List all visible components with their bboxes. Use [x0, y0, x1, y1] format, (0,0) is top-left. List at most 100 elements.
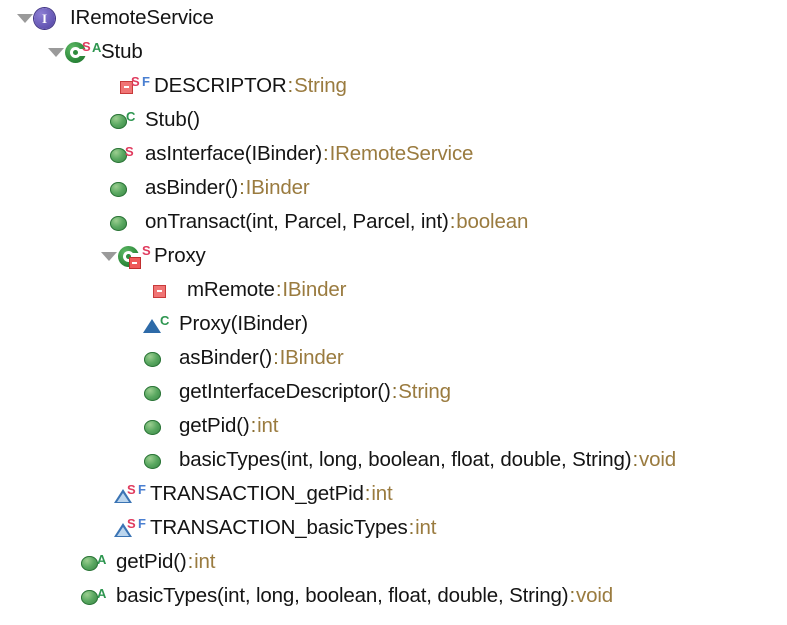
private-class-icon: S — [118, 243, 152, 269]
type-separator: : — [275, 278, 282, 301]
method-glyph — [144, 352, 161, 367]
disclosure-spacer — [96, 477, 114, 511]
method-icon — [143, 345, 177, 371]
member-name: basicTypes(int, long, boolean, float, do… — [116, 584, 569, 607]
method-icon — [143, 413, 177, 439]
disclosure-spacer — [62, 545, 80, 579]
method-icon — [109, 175, 143, 201]
method-icon — [109, 209, 143, 235]
member-name: asBinder() — [145, 176, 239, 199]
disclosure-triangle-icon[interactable] — [100, 239, 118, 273]
disclosure-spacer — [91, 205, 109, 239]
disclosure-spacer — [91, 171, 109, 205]
disclosure-spacer — [91, 137, 109, 171]
class-glyph-notch — [78, 49, 87, 56]
method-icon: A — [80, 583, 114, 609]
type-separator: : — [364, 482, 371, 505]
method-icon: C — [109, 107, 143, 133]
tree-row-asbinder-stub[interactable]: asBinder() : IBinder — [0, 171, 787, 205]
method-glyph — [144, 454, 161, 469]
disclosure-spacer — [125, 409, 143, 443]
method-glyph — [81, 556, 98, 571]
package-triangle-glyph — [143, 319, 161, 333]
disclosure-spacer — [96, 511, 114, 545]
method-glyph — [110, 216, 127, 231]
type-separator: : — [239, 176, 245, 199]
disclosure-spacer — [125, 341, 143, 375]
type-separator: : — [287, 74, 294, 97]
member-name: getPid() — [179, 414, 250, 437]
member-name: Proxy(IBinder) — [179, 312, 308, 335]
member-name: Stub — [101, 40, 143, 63]
type-separator: : — [449, 210, 456, 233]
type-separator: : — [569, 584, 575, 607]
member-name: Stub() — [145, 108, 200, 131]
tree-row-asbinder-proxy[interactable]: asBinder() : IBinder — [0, 341, 787, 375]
tree-row-proxy-ctor[interactable]: C Proxy(IBinder) — [0, 307, 787, 341]
member-type: int — [194, 550, 216, 573]
static-decorator-icon: S — [131, 74, 140, 89]
tree-row-ontransact[interactable]: onTransact(int, Parcel, Parcel, int) : b… — [0, 205, 787, 239]
disclosure-spacer — [125, 443, 143, 477]
member-type: IBinder — [282, 278, 347, 301]
disclosure-spacer — [125, 307, 143, 341]
disclosure-spacer — [62, 579, 80, 613]
disclosure-spacer — [100, 69, 118, 103]
static-decorator-icon: S — [127, 516, 136, 531]
method-glyph — [110, 114, 127, 129]
method-glyph — [110, 148, 127, 163]
type-separator: : — [187, 550, 194, 573]
method-glyph — [110, 182, 127, 197]
constructor-decorator-icon: C — [160, 313, 170, 328]
type-separator: : — [408, 516, 415, 539]
tree-row-stub-ctor[interactable]: C Stub() — [0, 103, 787, 137]
member-type: void — [576, 584, 614, 607]
tree-row-getinterfacedescriptor[interactable]: getInterfaceDescriptor() : String — [0, 375, 787, 409]
method-icon: S — [109, 141, 143, 167]
tree-row-getpid-proxy[interactable]: getPid() : int — [0, 409, 787, 443]
static-decorator-icon: S — [82, 39, 91, 54]
interface-glyph: I — [34, 8, 55, 29]
method-icon — [143, 379, 177, 405]
method-icon: A — [80, 549, 114, 575]
member-type: IBinder — [245, 176, 310, 199]
type-separator: : — [250, 414, 257, 437]
disclosure-spacer — [133, 273, 151, 307]
member-name: basicTypes(int, long, boolean, float, do… — [179, 448, 632, 471]
member-name: onTransact(int, Parcel, Parcel, int) — [145, 210, 449, 233]
constructor-decorator-icon: C — [126, 109, 136, 124]
member-type: String — [294, 74, 347, 97]
static-decorator-icon: S — [127, 482, 136, 497]
member-name: mRemote — [187, 278, 275, 301]
member-type: IRemoteService — [329, 142, 474, 165]
member-type: IBinder — [279, 346, 344, 369]
member-name: getInterfaceDescriptor() — [179, 380, 391, 403]
member-name: TRANSACTION_basicTypes — [150, 516, 408, 539]
type-separator: : — [391, 380, 398, 403]
member-type: int — [257, 414, 279, 437]
disclosure-triangle-icon[interactable] — [16, 1, 34, 35]
disclosure-triangle-icon[interactable] — [47, 35, 65, 69]
disclosure-spacer — [91, 103, 109, 137]
tree-row-mremote[interactable]: mRemote : IBinder — [0, 273, 787, 307]
package-field-triangle-glyph — [114, 523, 132, 537]
class-glyph — [65, 42, 87, 63]
member-type: int — [415, 516, 437, 539]
type-separator: : — [632, 448, 638, 471]
member-type: void — [639, 448, 677, 471]
tree-row-basictypes-proxy[interactable]: basicTypes(int, long, boolean, float, do… — [0, 443, 787, 477]
